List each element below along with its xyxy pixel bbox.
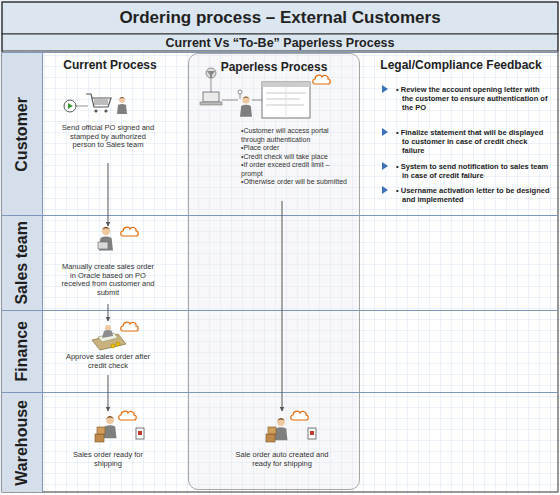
column-heading: Paperless Process [189,60,359,74]
step-text-area: Send official PO signed and stamped by a… [58,124,158,150]
feedback-markers [382,85,388,194]
column-heading: Current Process [50,58,170,72]
feedback-note: • Review the account opening letter with… [396,85,552,112]
process-step: Sale order auto created and ready for sh… [235,411,329,473]
bullet-item: •Customer will access portal through aut… [241,127,353,144]
bullet-item: •Credit check will take place [241,153,353,162]
swimlane: WarehouseSales order ready for shipping [2,392,558,492]
step-label: Approve sales order after credit check [58,353,158,370]
flow-connector [282,201,283,411]
customer-current-icons [64,94,127,114]
step-label: Manually create sales order in Oracle ba… [58,263,158,297]
lane-label: Finance [13,321,31,381]
swimlane: Sales teamManually create sales order in… [2,215,558,310]
step-text-area: Sales order ready for shipping [58,451,158,468]
process-step: •Customer will access portal through aut… [207,69,357,201]
flow-connector [108,375,109,411]
flow-connector [108,163,109,226]
lane-header: Warehouse [2,393,43,492]
warehouse-current-icons [95,411,144,442]
column-heading: Legal/Compliance Feedback [366,58,556,72]
paperless-warehouse-icons [266,411,316,442]
title-band [2,2,558,34]
lane-header: Finance [2,311,43,392]
step-text-area: Manually create sales order in Oracle ba… [58,263,158,297]
sales-icons [98,227,138,251]
lane-header: Customer [2,53,43,215]
flow-connector [108,304,109,321]
subtitle-band [2,34,558,51]
swimlane: FinanceApprove sales order after credit … [2,310,558,392]
finance-icons [92,322,138,350]
lane-label: Warehouse [13,400,31,486]
step-text-area: Sale order auto created and ready for sh… [235,451,329,468]
column-heading-box: Paperless Process [189,60,359,74]
step-label: Sales order ready for shipping [58,451,158,468]
step-label: Send official PO signed and stamped by a… [58,124,158,150]
feedback-note: • System to send notification to sales t… [396,162,552,180]
lane-header: Sales team [2,216,43,310]
process-step: Approve sales order after credit check [58,321,158,375]
paperless-customer-icons [200,68,330,118]
feedback-note: • Username activation letter to be desig… [396,186,552,204]
step-text-area: Approve sales order after credit check [58,353,158,370]
lane-label: Sales team [13,221,31,305]
process-step: Sales order ready for shipping [58,411,158,473]
diagram-title: Ordering process – External Customers [2,2,558,34]
step-text-area: •Customer will access portal through aut… [241,127,353,187]
bullet-item: •Place order [241,144,353,153]
bullet-item: •Otherwise order will be submitted [241,178,353,187]
process-step: Manually create sales order in Oracle ba… [58,226,158,304]
step-label: Sale order auto created and ready for sh… [235,451,329,468]
feedback-note: • Finalize statement that will be displa… [396,128,552,155]
process-column: Paperless Process •Customer will access p… [188,53,360,490]
subtitle: Current Vs “To-Be” Paperless Process [2,35,558,51]
bullet-item: •If order exceed credit limit – prompt [241,161,353,178]
lane-label: Customer [13,97,31,172]
process-step: Send official PO signed and stamped by a… [58,87,158,163]
